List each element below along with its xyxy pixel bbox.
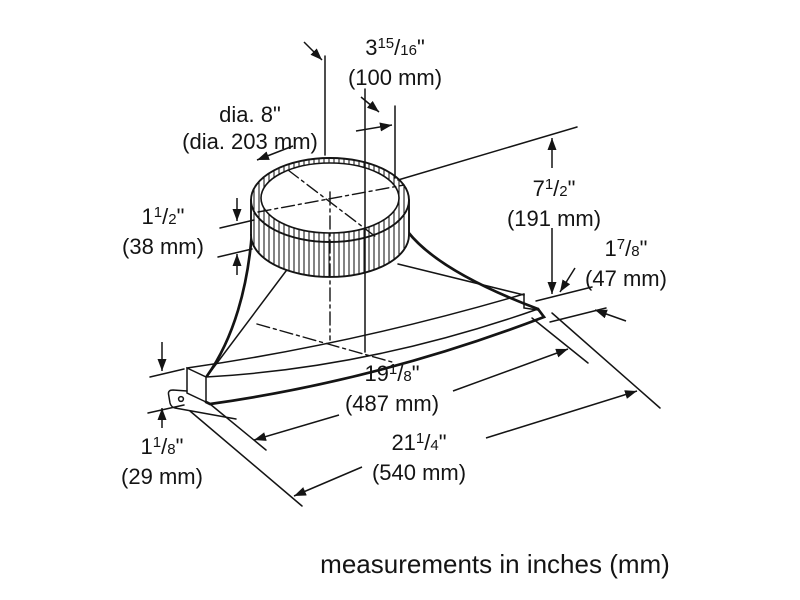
dim-outlet-height-mm: (47 mm) (585, 266, 667, 291)
units-caption: measurements in inches (mm) (320, 549, 670, 579)
dim-base-height-mm: (29 mm) (121, 464, 203, 489)
dim-overall-length-mm: (540 mm) (371, 460, 467, 485)
dim-overall-length: 211/4" (540 mm) (372, 425, 466, 486)
dim-overall-height-mm: (191 mm) (506, 206, 602, 231)
dim-duct-diameter-mm: (dia. 203 mm) (182, 129, 318, 154)
dim-duct-offset-mm: (100 mm) (347, 65, 443, 90)
dim-duct-diameter-inches: dia. 8" (219, 102, 281, 127)
dim-base-height: 11/8" (29 mm) (121, 429, 203, 490)
dim-inner-length-mm: (487 mm) (344, 391, 440, 416)
dim-duct-offset: 315/16" (100 mm) (348, 30, 442, 91)
dim-base-height-inches: 11/8" (140, 434, 184, 459)
dim-collar-height: 11/2" (38 mm) (122, 199, 204, 260)
dim-overall-height: 71/2" (191 mm) (507, 171, 601, 232)
extension-lines (147, 55, 661, 507)
dim-duct-offset-inches: 315/16" (365, 35, 425, 60)
base-outline (167, 293, 547, 420)
dim-collar-height-inches: 11/2" (141, 204, 185, 229)
dimension-arrows (157, 41, 638, 497)
dim-outlet-height: 17/8" (47 mm) (585, 231, 667, 292)
dim-outlet-height-inches: 17/8" (604, 236, 648, 261)
dim-overall-height-inches: 71/2" (532, 176, 576, 201)
dim-duct-diameter: dia. 8" (dia. 203 mm) (182, 101, 318, 155)
dim-inner-length: 191/8" (487 mm) (345, 356, 439, 417)
dim-collar-height-mm: (38 mm) (122, 234, 204, 259)
center-lines (256, 169, 405, 363)
dim-inner-length-inches: 191/8" (364, 361, 420, 386)
dim-overall-length-inches: 211/4" (391, 430, 447, 455)
funnel-outline (205, 230, 540, 378)
